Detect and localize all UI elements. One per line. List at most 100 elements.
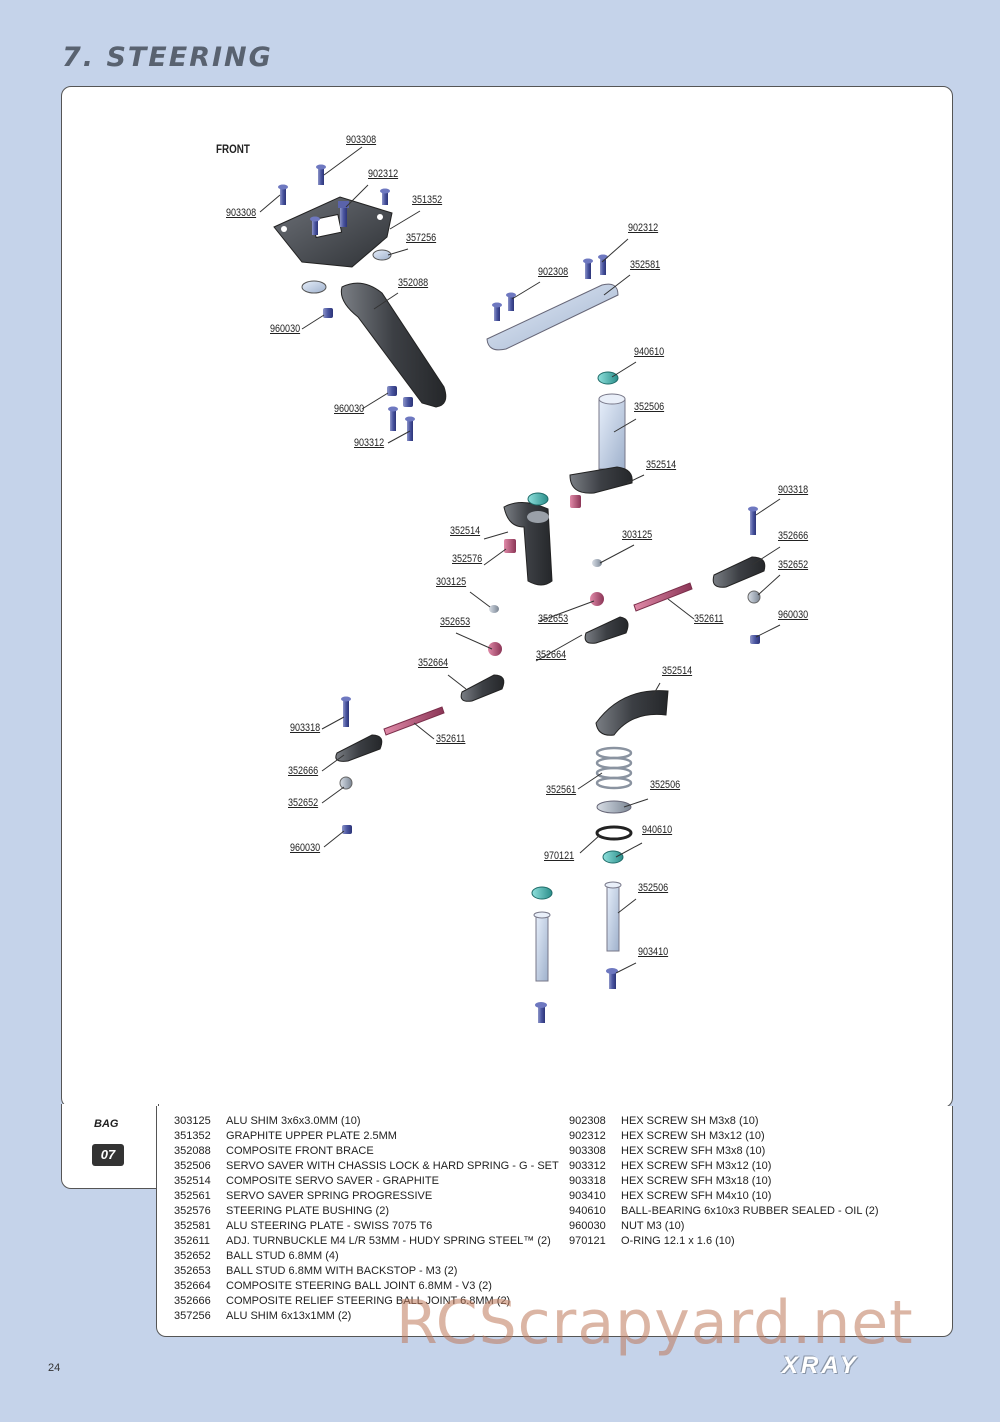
part-code: 352611 [174,1235,210,1247]
screw-902312-d [583,258,593,279]
callout-label: 902312 [628,222,659,234]
relief-ball-joint-352666-b [335,734,383,762]
part-code: 352576 [174,1205,211,1217]
part-code: 351352 [174,1130,211,1142]
part-code: 352652 [174,1250,211,1262]
servo-saver-arm-b [503,502,553,586]
section-title: 7. STEERING [62,42,273,73]
part-description: COMPOSITE RELIEF STEERING BALL JOINT 6.8… [226,1295,511,1307]
callout-label: 352666 [778,530,809,542]
part-code: 352664 [174,1280,211,1292]
part-description: SERVO SAVER WITH CHASSIS LOCK & HARD SPR… [226,1160,559,1172]
part-code: 940610 [569,1205,606,1217]
ball-stud-352652-b [339,776,353,790]
screw-903410-a [606,968,618,989]
screw-902312-a [338,201,349,227]
callout-label: 303125 [436,576,467,588]
part-code: 357256 [174,1310,211,1322]
ball-stud-352653-a [590,592,604,606]
screw-902312-b [380,188,390,205]
part-code: 352514 [174,1175,211,1187]
part-description: SERVO SAVER SPRING PROGRESSIVE [226,1190,433,1202]
part-description: HEX SCREW SH M3x8 (10) [621,1115,759,1127]
nut-960030-e [342,825,352,834]
part-row: 351352 GRAPHITE UPPER PLATE 2.5MM [174,1130,559,1145]
callout-label: 940610 [642,824,673,836]
composite-front-brace [340,282,447,408]
bag-label: BAG [94,1118,119,1130]
callout-label: 352611 [436,733,466,745]
shim-357256 [372,249,392,261]
screw-903410-b [535,1002,547,1023]
nut-960030-c [403,397,413,407]
bearing-940610-b [527,492,549,506]
callout-label: 352514 [662,665,693,677]
watermark: RCScrapyard.net [396,1288,914,1358]
screw-902312-c [310,216,320,235]
screw-903318-a [748,506,758,535]
callout-label: 352581 [630,259,661,271]
part-description: STEERING PLATE BUSHING (2) [226,1205,389,1217]
part-code: 902312 [569,1130,606,1142]
leader-lines [259,146,781,974]
part-code: 903318 [569,1175,606,1187]
part-description: COMPOSITE SERVO SAVER - GRAPHITE [226,1175,439,1187]
part-code: 352088 [174,1145,211,1157]
part-description: COMPOSITE STEERING BALL JOINT 6.8MM - V3… [226,1280,492,1292]
part-description: ALU STEERING PLATE - SWISS 7075 T6 [226,1220,433,1232]
screw-902308-a [492,302,502,321]
part-description: ALU SHIM 6x13x1MM (2) [226,1310,352,1322]
bag-indicator: BAG 07 [61,1104,159,1189]
part-code: 903312 [569,1160,606,1172]
part-description: BALL STUD 6.8MM WITH BACKSTOP - M3 (2) [226,1265,458,1277]
screw-903312-b [405,416,415,441]
callout-label: 352611 [694,613,724,625]
part-description: COMPOSITE FRONT BRACE [226,1145,374,1157]
part-row: 357256 ALU SHIM 6x13x1MM (2) [174,1310,559,1325]
nut-960030-d [750,635,760,644]
shim-under-plate [301,280,327,294]
ball-stud-352653-b [488,642,502,656]
callout-label: 902308 [538,266,569,278]
screw-903308-b [278,184,288,205]
callout-label: 902312 [368,168,399,180]
bearing-940610-d [531,886,553,900]
part-description: GRAPHITE UPPER PLATE 2.5MM [226,1130,397,1142]
part-row: 352514 COMPOSITE SERVO SAVER - GRAPHITE [174,1175,559,1190]
bearing-940610-a [597,371,619,385]
part-description: HEX SCREW SFH M3x12 (10) [621,1160,772,1172]
bag-number: 07 [92,1144,124,1166]
exploded-diagram [259,146,781,1023]
spring-352561 [595,746,633,790]
callout-label: 352506 [650,779,681,791]
collar-352506 [596,800,632,814]
callout-label: 903308 [226,207,257,219]
callout-label: 303125 [622,529,653,541]
nut-960030-a [323,308,333,318]
callout-label: 903308 [346,134,377,146]
part-row: 352664 COMPOSITE STEERING BALL JOINT 6.8M… [174,1280,559,1295]
servo-saver-arm-a [569,466,633,494]
screw-903318-b [341,696,351,727]
callout-label: 352506 [638,882,669,894]
shim-303125-b [592,559,602,567]
callout-label: 970121 [544,850,575,862]
front-indicator: FRONT [216,142,250,156]
part-row: 352576 STEERING PLATE BUSHING (2) [174,1205,559,1220]
callout-label: 352664 [536,649,567,661]
